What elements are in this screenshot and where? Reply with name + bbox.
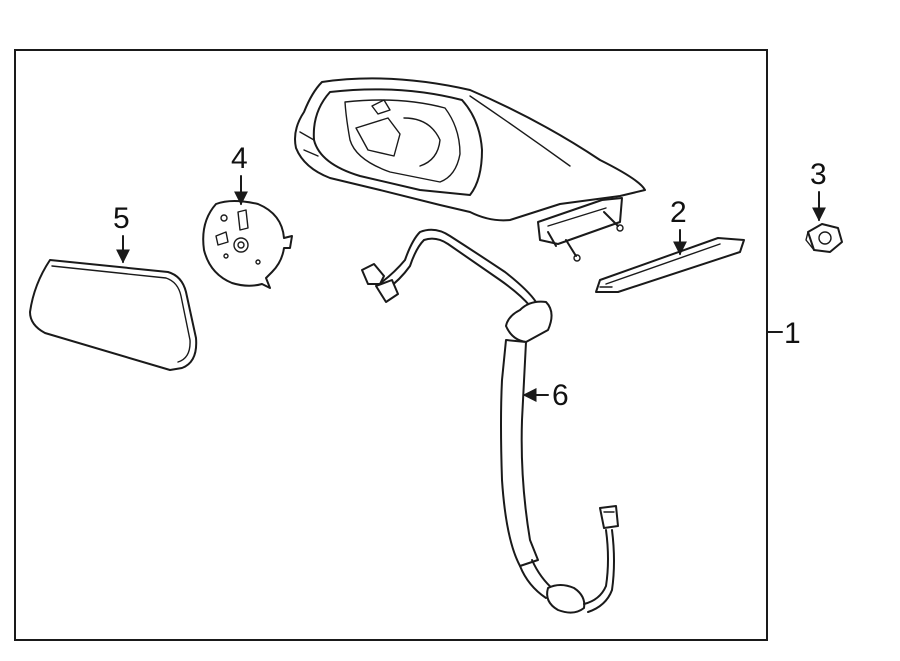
mirror-housing-part[interactable]: [294, 77, 646, 262]
assembly-frame: [14, 49, 768, 641]
callout-3-group: 3: [810, 158, 827, 222]
callout-4-group: 4: [231, 142, 248, 206]
callout-6: 6: [552, 379, 569, 412]
callout-2-group: 2: [670, 196, 687, 256]
gasket-part[interactable]: [595, 237, 745, 293]
callout-1-group: 1: [766, 317, 801, 350]
callout-5: 5: [113, 202, 130, 235]
callout-5-group: 5: [113, 202, 130, 264]
callout-2: 2: [670, 196, 687, 229]
mirror-glass-part[interactable]: [29, 259, 198, 371]
callout-4: 4: [231, 142, 248, 175]
callout-6-group: 6: [522, 379, 569, 412]
wire-harness-part[interactable]: [361, 228, 619, 614]
nut-part[interactable]: [805, 223, 843, 253]
callout-3: 3: [810, 158, 827, 191]
actuator-motor-part[interactable]: [202, 200, 293, 289]
callout-1: 1: [784, 317, 801, 350]
